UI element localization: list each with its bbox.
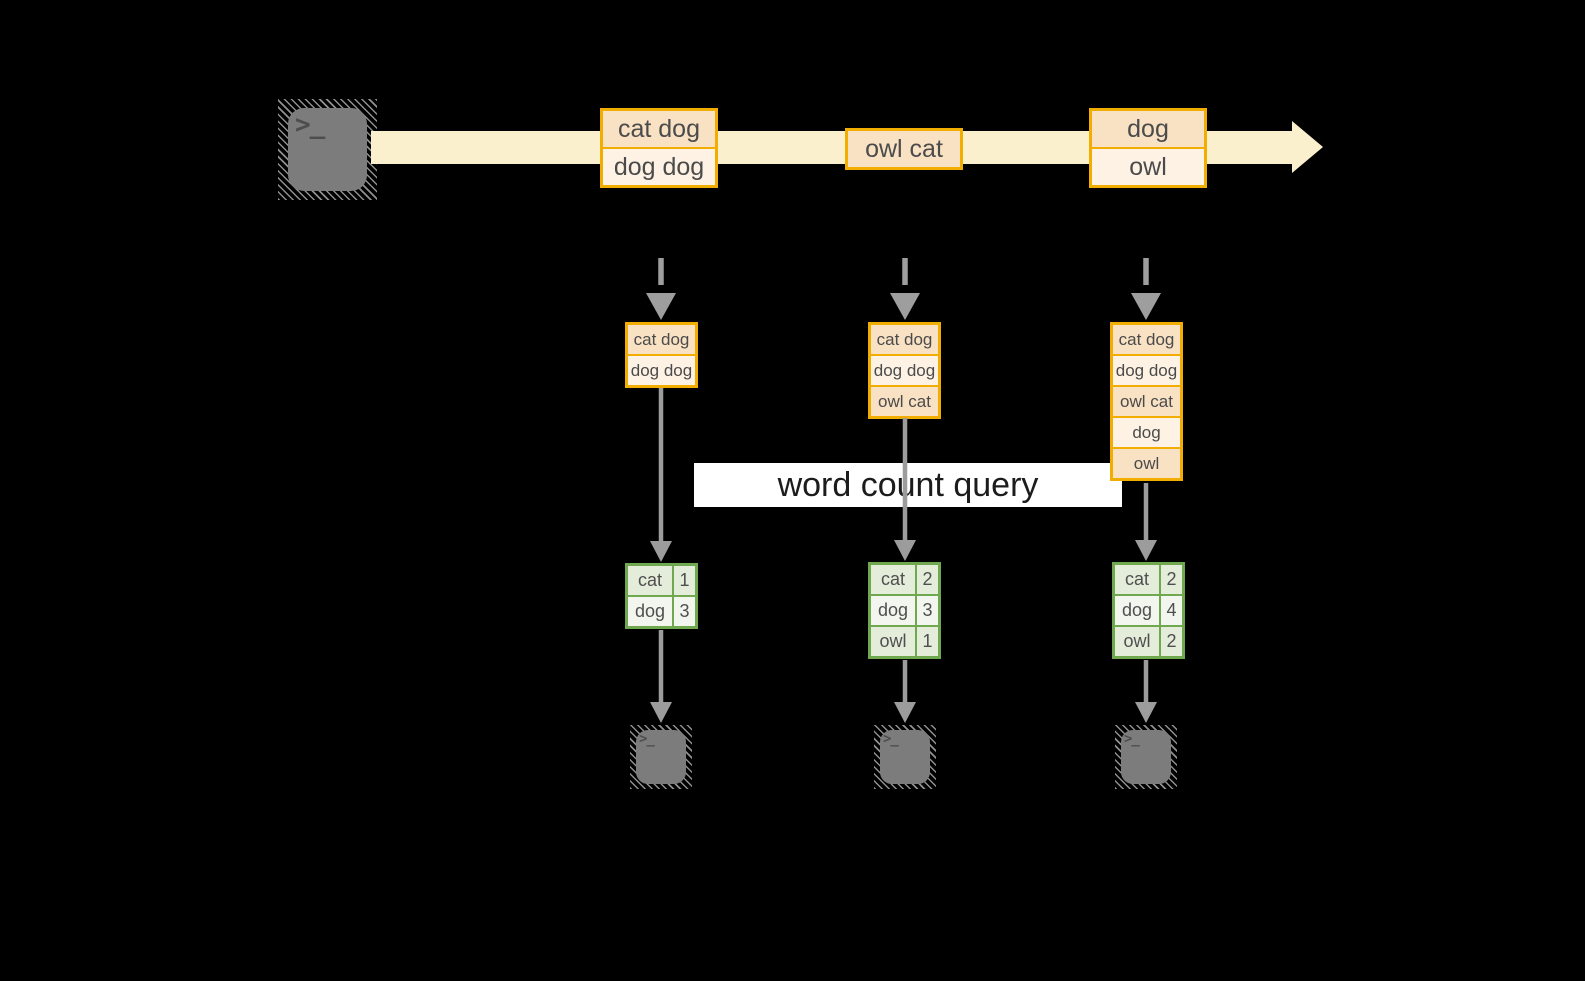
window-row: dog [1113, 416, 1180, 447]
table-row: dog 3 [871, 594, 938, 625]
stream-event-box-3: dog owl [1089, 108, 1207, 188]
count-cell: 1 [917, 627, 938, 656]
word-cell: dog [871, 596, 917, 625]
window-row: cat dog [628, 325, 695, 354]
table-row: cat 1 [628, 566, 695, 595]
dashed-arrow-1 [646, 258, 676, 320]
word-cell: dog [1115, 596, 1161, 625]
terminal-body [288, 108, 367, 191]
banner-label: word count query [777, 465, 1039, 504]
table-row: cat 2 [871, 565, 938, 594]
word-cell: cat [628, 566, 674, 595]
sink-arrow-2 [894, 660, 916, 723]
sink-arrow-3 [1135, 660, 1157, 723]
window-box-1: cat dog dog dog [625, 322, 698, 388]
stream-event-line: cat dog [603, 111, 715, 147]
stream-arrow-head-icon [1292, 121, 1323, 173]
word-cell: owl [871, 627, 917, 656]
window-row: cat dog [1113, 325, 1180, 354]
query-arrow-2 [894, 418, 916, 561]
sink-arrow-1 [650, 630, 672, 723]
terminal-prompt-icon: >_ [639, 731, 655, 747]
stream-event-line: owl cat [848, 131, 960, 167]
source-terminal-icon: >_ [278, 99, 377, 200]
dashed-arrow-3 [1131, 258, 1161, 320]
word-cell: dog [628, 597, 674, 626]
sink-terminal-icon-1: >_ [630, 725, 692, 789]
word-cell: owl [1115, 627, 1161, 656]
count-cell: 2 [1161, 627, 1182, 656]
stream-event-line: dog dog [603, 147, 715, 185]
stream-event-line: dog [1092, 111, 1204, 147]
table-row: dog 4 [1115, 594, 1182, 625]
terminal-prompt-icon: >_ [295, 110, 325, 140]
word-count-query-banner: word count query [694, 463, 1122, 507]
count-cell: 1 [674, 566, 695, 595]
count-cell: 3 [674, 597, 695, 626]
word-cell: cat [871, 565, 917, 594]
stream-event-box-1: cat dog dog dog [600, 108, 718, 188]
count-cell: 2 [917, 565, 938, 594]
count-cell: 3 [917, 596, 938, 625]
window-row: owl cat [871, 385, 938, 416]
stream-event-box-2: owl cat [845, 128, 963, 170]
terminal-prompt-icon: >_ [883, 731, 899, 747]
result-table-2: cat 2 dog 3 owl 1 [868, 562, 941, 659]
dashed-arrow-2 [890, 258, 920, 320]
window-row: dog dog [1113, 354, 1180, 385]
window-row: dog dog [628, 354, 695, 385]
table-row: owl 2 [1115, 625, 1182, 656]
window-row: owl cat [1113, 385, 1180, 416]
word-cell: cat [1115, 565, 1161, 594]
window-box-3: cat dog dog dog owl cat dog owl [1110, 322, 1183, 481]
terminal-body [880, 730, 930, 784]
window-row: dog dog [871, 354, 938, 385]
terminal-prompt-icon: >_ [1124, 731, 1140, 747]
terminal-body [636, 730, 686, 784]
terminal-body [1121, 730, 1171, 784]
query-arrow-3 [1135, 483, 1157, 561]
sink-terminal-icon-3: >_ [1115, 725, 1177, 789]
table-row: dog 3 [628, 595, 695, 626]
result-table-3: cat 2 dog 4 owl 2 [1112, 562, 1185, 659]
window-row: cat dog [871, 325, 938, 354]
query-arrow-1 [650, 388, 672, 562]
result-table-1: cat 1 dog 3 [625, 563, 698, 629]
stream-event-line: owl [1092, 147, 1204, 185]
table-row: cat 2 [1115, 565, 1182, 594]
count-cell: 2 [1161, 565, 1182, 594]
window-row: owl [1113, 447, 1180, 478]
table-row: owl 1 [871, 625, 938, 656]
sink-terminal-icon-2: >_ [874, 725, 936, 789]
window-box-2: cat dog dog dog owl cat [868, 322, 941, 419]
count-cell: 4 [1161, 596, 1182, 625]
